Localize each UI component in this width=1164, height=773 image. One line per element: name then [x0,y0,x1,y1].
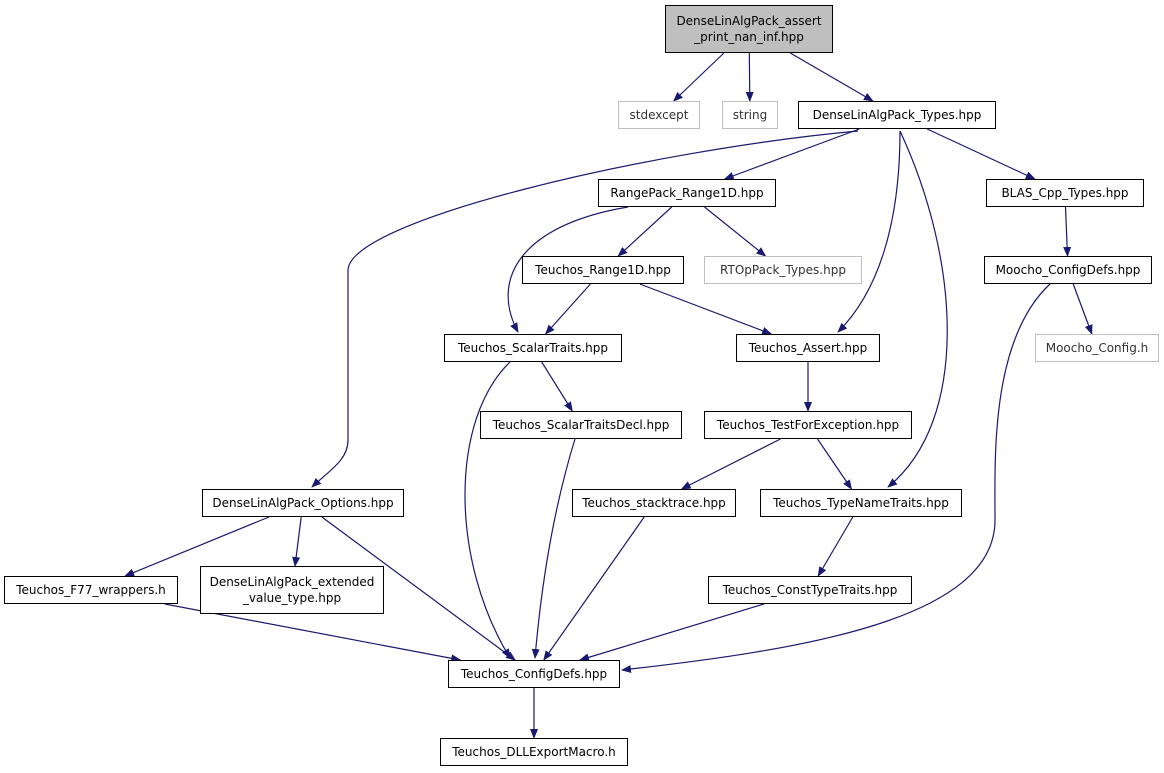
edge-typename-to-consttt [817,516,854,577]
node-stdexcept: stdexcept [618,101,700,129]
node-label: Teuchos_TestForException.hpp [716,418,900,432]
edge-types-to-options [311,130,859,488]
edge-types-to-blas [926,128,1036,180]
node-label: RTOpPack_Types.hpp [720,263,846,277]
node-range1d[interactable]: RangePack_Range1D.hpp [598,179,776,207]
node-label: DenseLinAlgPack_assert _print_nan_inf.hp… [676,14,822,44]
node-label: DenseLinAlgPack_Options.hpp [212,496,394,510]
node-typename[interactable]: Teuchos_TypeNameTraits.hpp [760,489,962,517]
node-mconfigdefs[interactable]: Moocho_ConfigDefs.hpp [984,256,1152,284]
node-blas[interactable]: BLAS_Cpp_Types.hpp [986,179,1144,207]
node-label: Teuchos_stacktrace.hpp [582,496,726,510]
edge-root-to-stdexcept [672,52,725,102]
node-label: DenseLinAlgPack_Types.hpp [812,108,982,122]
edge-testexc-to-typename [817,438,853,490]
edge-scalartraits-to-tconfigdefs [464,361,511,659]
node-label: Teuchos_Assert.hpp [748,341,868,355]
node-rtop: RTOpPack_Types.hpp [704,256,862,284]
edge-consttt-to-tconfigdefs [579,603,765,662]
edge-types-to-typename [887,130,948,488]
node-extvt[interactable]: DenseLinAlgPack_extended _value_type.hpp [200,566,384,614]
node-label: Teuchos_Range1D.hpp [535,263,671,277]
edge-blas-to-mconfigdefs [1063,206,1072,257]
edge-scalartraits-to-stdecl [541,361,573,412]
node-tconfigdefs[interactable]: Teuchos_ConfigDefs.hpp [448,660,620,688]
edge-mconfigdefs-to-tconfigdefs [621,283,1051,673]
node-label: Moocho_Config.h [1045,341,1149,355]
node-stdecl[interactable]: Teuchos_ScalarTraitsDecl.hpp [480,411,682,439]
node-string: string [722,101,778,129]
node-dllexport[interactable]: Teuchos_DLLExportMacro.h [440,738,628,766]
edge-options-to-tconfigdefs [321,516,516,661]
node-label: Teuchos_F77_wrappers.h [16,583,166,597]
node-label: RangePack_Range1D.hpp [610,186,764,200]
node-label: Moocho_ConfigDefs.hpp [995,263,1141,277]
node-label: Teuchos_ConfigDefs.hpp [460,667,608,681]
node-options[interactable]: DenseLinAlgPack_Options.hpp [202,489,404,517]
node-testexc[interactable]: Teuchos_TestForException.hpp [704,411,912,439]
node-root[interactable]: DenseLinAlgPack_assert _print_nan_inf.hp… [665,5,833,53]
edge-root-to-types [789,52,874,102]
node-label: Teuchos_ConstTypeTraits.hpp [722,583,898,597]
node-label: Teuchos_ScalarTraitsDecl.hpp [492,418,670,432]
node-label: string [732,108,768,122]
node-label: Teuchos_ScalarTraits.hpp [457,341,609,355]
node-consttt[interactable]: Teuchos_ConstTypeTraits.hpp [708,576,912,604]
edge-stdecl-to-tconfigdefs [531,438,576,659]
node-mconfig: Moocho_Config.h [1035,334,1159,362]
edge-mconfigdefs-to-mconfig [1072,283,1093,335]
node-label: Teuchos_DLLExportMacro.h [452,745,616,759]
edge-range1d-to-rtop [704,206,767,257]
edge-range1d-to-trange1d [617,206,673,257]
node-label: stdexcept [629,108,689,122]
node-types[interactable]: DenseLinAlgPack_Types.hpp [798,101,996,129]
node-label: BLAS_Cpp_Types.hpp [1001,186,1129,200]
node-label: Teuchos_TypeNameTraits.hpp [773,496,949,510]
node-assert[interactable]: Teuchos_Assert.hpp [736,334,880,362]
edge-root-to-string [745,52,754,102]
edge-trange1d-to-assert [639,283,773,335]
edge-types-to-assert [837,130,901,333]
edge-options-to-extvt [292,516,302,567]
edge-testexc-to-stack [680,438,781,490]
edge-stack-to-tconfigdefs [543,516,645,661]
node-trange1d[interactable]: Teuchos_Range1D.hpp [522,256,684,284]
node-label: DenseLinAlgPack_extended _value_type.hpp [209,575,375,605]
node-stack[interactable]: Teuchos_stacktrace.hpp [572,489,736,517]
edge-types-to-range1d [723,128,860,180]
node-scalartraits[interactable]: Teuchos_ScalarTraits.hpp [444,334,622,362]
node-f77[interactable]: Teuchos_F77_wrappers.h [4,576,178,604]
edge-trange1d-to-scalartraits [544,283,591,335]
edge-options-to-f77 [124,516,270,577]
